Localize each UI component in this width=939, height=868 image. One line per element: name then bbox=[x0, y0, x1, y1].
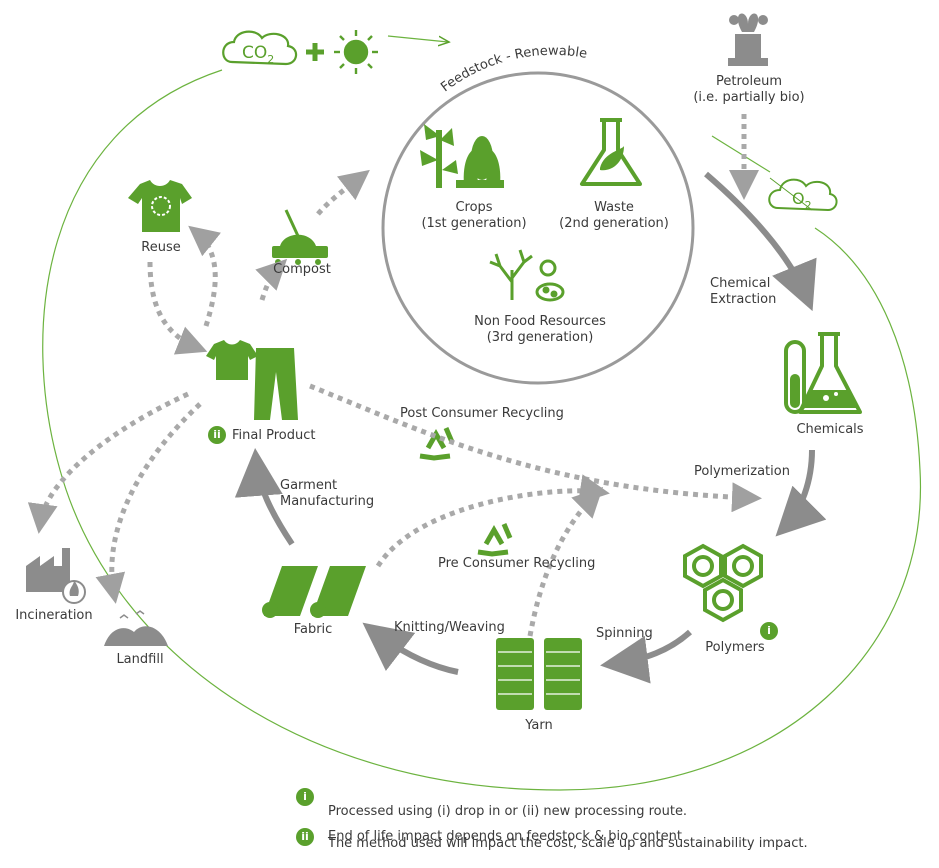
garment-manufacturing-label-line1: Garment bbox=[280, 478, 338, 493]
reuse-label: Reuse bbox=[141, 240, 181, 255]
legend-item-2: End of life impact depends on feedstock … bbox=[328, 829, 682, 844]
polymerization-arrow bbox=[775, 449, 827, 537]
petroleum-rig-icon bbox=[728, 13, 768, 66]
petroleum-label-line2: (i.e. partially bio) bbox=[693, 90, 805, 105]
chemical-extraction-label: Chemical Extraction bbox=[710, 276, 776, 308]
plus-icon bbox=[306, 43, 324, 61]
yarn-to-recycling-dotted bbox=[527, 486, 604, 637]
garment-manufacturing-label: Garment Manufacturing bbox=[280, 478, 374, 510]
post-consumer-recycling-dotted bbox=[309, 383, 762, 513]
waste-label: Waste (2nd generation) bbox=[544, 200, 684, 232]
compost-to-feedstock-dotted bbox=[316, 169, 370, 216]
chemicals-icon bbox=[784, 332, 862, 414]
garment-manufacturing-arrow bbox=[234, 448, 295, 546]
o2-exit-line bbox=[769, 177, 813, 211]
legend-item-1-line2: The method used will impact the cost, sc… bbox=[328, 836, 808, 851]
co2-arrow bbox=[387, 35, 448, 42]
crops-label: Crops (1st generation) bbox=[404, 200, 544, 232]
compost-label: Compost bbox=[273, 262, 331, 277]
chemical-extraction-label-line1: Chemical bbox=[710, 276, 771, 291]
waste-label-line2: (2nd generation) bbox=[559, 216, 669, 231]
chemical-extraction-label-line2: Extraction bbox=[710, 292, 777, 307]
garment-manufacturing-label-line2: Manufacturing bbox=[280, 494, 375, 509]
reuse-tshirt-icon bbox=[128, 180, 192, 232]
chemicals-label: Chemicals bbox=[796, 422, 864, 437]
knitting-weaving-arrow bbox=[362, 622, 459, 675]
fabric-label: Fabric bbox=[293, 622, 333, 637]
o2-text: O2 bbox=[792, 189, 812, 212]
legend-badge-i: i bbox=[296, 788, 314, 806]
co2-text: CO2 bbox=[242, 43, 274, 66]
o2-cloud-icon bbox=[768, 178, 838, 212]
post-consumer-recycling-label: Post Consumer Recycling bbox=[400, 406, 564, 421]
fabric-icon bbox=[262, 566, 366, 618]
legend-item-1-line1: Processed using (i) drop in or (ii) new … bbox=[328, 804, 688, 819]
final-to-landfill-dotted bbox=[95, 402, 202, 604]
polymers-icon bbox=[683, 543, 763, 623]
waste-flask-icon bbox=[580, 118, 642, 186]
landfill-label: Landfill bbox=[116, 652, 164, 667]
legend-badge-ii: ii bbox=[296, 828, 314, 846]
incineration-label: Incineration bbox=[15, 608, 93, 623]
carbon-cycle-loop bbox=[42, 69, 922, 791]
spinning-label: Spinning bbox=[596, 626, 653, 641]
sun-icon bbox=[334, 30, 378, 74]
pre-consumer-recycling-icon bbox=[477, 523, 513, 557]
knitting-weaving-label: Knitting/Weaving bbox=[394, 620, 505, 635]
incineration-factory-icon bbox=[26, 548, 86, 604]
pre-consumer-recycling-label: Pre Consumer Recycling bbox=[438, 556, 596, 571]
polymers-badge-i: i bbox=[760, 622, 778, 640]
feedstock-circle bbox=[381, 71, 695, 385]
nonfood-label: Non Food Resources (3rd generation) bbox=[450, 314, 630, 346]
nonfood-label-line1: Non Food Resources bbox=[474, 314, 606, 329]
legend-item-1: Processed using (i) drop in or (ii) new … bbox=[328, 788, 808, 868]
crops-label-line1: Crops bbox=[455, 200, 493, 215]
crops-label-line2: (1st generation) bbox=[421, 216, 527, 231]
co2-cloud-icon bbox=[222, 30, 298, 66]
petroleum-label: Petroleum (i.e. partially bio) bbox=[684, 74, 814, 106]
nonfood-label-line2: (3rd generation) bbox=[486, 330, 594, 345]
final-product-clothing-icon bbox=[206, 340, 298, 420]
final-to-reuse-dotted bbox=[188, 225, 221, 327]
o2-connector bbox=[711, 135, 771, 173]
final-product-label: Final Product bbox=[232, 428, 316, 443]
landfill-icon bbox=[104, 610, 168, 646]
feedstock-arc-title: Feedstock - Renewable bbox=[438, 44, 588, 95]
yarn-icon bbox=[496, 638, 582, 710]
chemical-extraction-arrow bbox=[704, 171, 817, 312]
compost-icon bbox=[272, 209, 328, 265]
crops-icon bbox=[420, 124, 504, 188]
petroleum-label-line1: Petroleum bbox=[716, 74, 782, 89]
spinning-arrow bbox=[600, 629, 693, 684]
nonfood-resources-icon bbox=[489, 249, 565, 302]
polymers-label: Polymers bbox=[705, 640, 765, 655]
reuse-to-final-dotted bbox=[147, 261, 208, 355]
final-product-badge-ii: ii bbox=[208, 426, 226, 444]
yarn-label: Yarn bbox=[525, 718, 553, 733]
final-to-compost-dotted bbox=[255, 258, 288, 301]
polymerization-label: Polymerization bbox=[694, 464, 790, 479]
final-to-incineration-dotted bbox=[27, 391, 190, 534]
waste-label-line1: Waste bbox=[594, 200, 634, 215]
